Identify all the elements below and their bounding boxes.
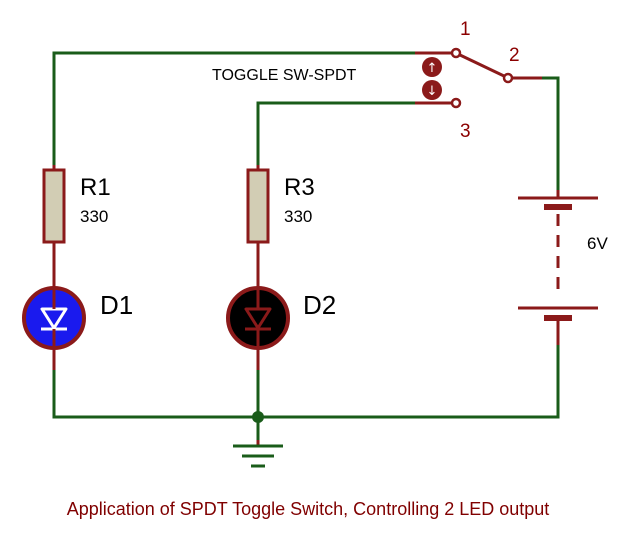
led-d1-ref: D1 — [100, 290, 133, 320]
switch-contact-3 — [450, 97, 462, 109]
resistor-r3 — [246, 168, 270, 244]
switch-pin-2: 2 — [509, 45, 520, 66]
resistor-r1-ref: R1 — [80, 174, 111, 201]
switch-label: TOGGLE SW-SPDT — [212, 67, 357, 84]
switch-contact-2 — [502, 72, 514, 84]
wires — [52, 51, 560, 442]
battery-value: 6V — [587, 234, 608, 253]
switch-contact-1 — [450, 47, 462, 59]
led-d2 — [226, 286, 290, 350]
battery-icon — [518, 196, 598, 321]
switch-pin-1: 1 — [460, 19, 471, 40]
switch-up-button-body — [422, 57, 442, 77]
switch-down-button-body — [422, 80, 442, 100]
switch-down-button[interactable]: ↓ — [422, 80, 442, 100]
resistor-r1 — [42, 168, 66, 244]
led-d2-ref: D2 — [303, 290, 336, 320]
wire-switch-to-battery — [540, 76, 560, 192]
switch-pin-3: 3 — [460, 121, 471, 142]
arrow-up-icon: ↑ — [427, 61, 438, 76]
ground-icon — [233, 444, 283, 468]
toggle-switch[interactable] — [450, 47, 514, 109]
arrow-down-icon: ↓ — [427, 84, 438, 99]
diagram-caption: Application of SPDT Toggle Switch, Contr… — [67, 499, 550, 519]
resistor-r3-value: 330 — [284, 207, 312, 226]
resistor-r3-ref: R3 — [284, 174, 315, 201]
switch-lever — [459, 53, 505, 78]
led-d1 — [22, 286, 86, 350]
component-leads — [52, 51, 560, 446]
resistor-r1-value: 330 — [80, 207, 108, 226]
junction-dot — [252, 411, 264, 423]
switch-up-button[interactable]: ↑ — [422, 57, 442, 77]
